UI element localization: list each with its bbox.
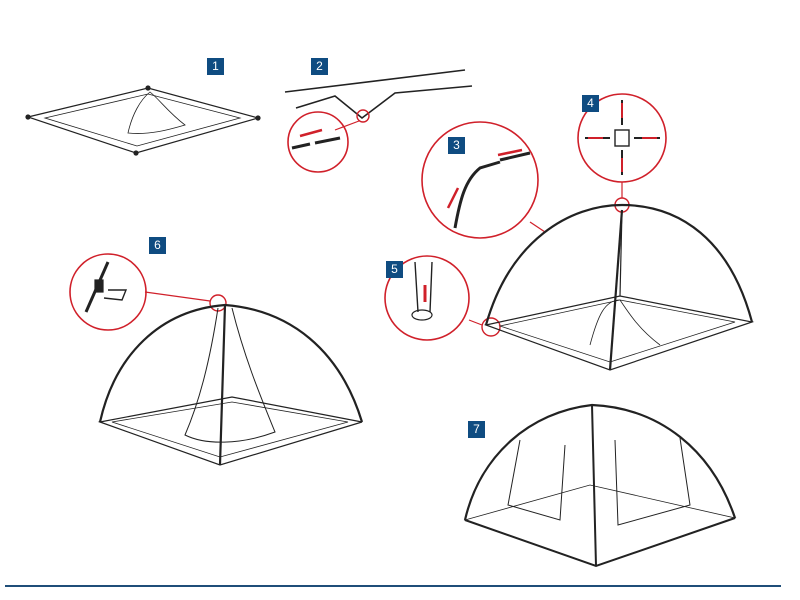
- step-3-pole-joint-callout: [421, 121, 546, 239]
- step-6-tent-hanging: [69, 253, 364, 466]
- step-1-groundsheet: [25, 85, 261, 156]
- step-badge-2: 2: [311, 58, 328, 75]
- bottom-divider: [5, 585, 781, 587]
- step-badge-1: 1: [207, 58, 224, 75]
- step-7-finished-tent: [463, 403, 737, 568]
- step-2-poles: [284, 69, 473, 173]
- step-badge-6: 6: [149, 237, 166, 254]
- step-badge-3: 3: [448, 137, 465, 154]
- step-badge-5: 5: [386, 261, 403, 278]
- step-5-stake-callout: [384, 255, 501, 341]
- step-badge-4: 4: [582, 95, 599, 112]
- step-badge-7: 7: [468, 421, 485, 438]
- step-4-5-tent-frame: [483, 203, 755, 371]
